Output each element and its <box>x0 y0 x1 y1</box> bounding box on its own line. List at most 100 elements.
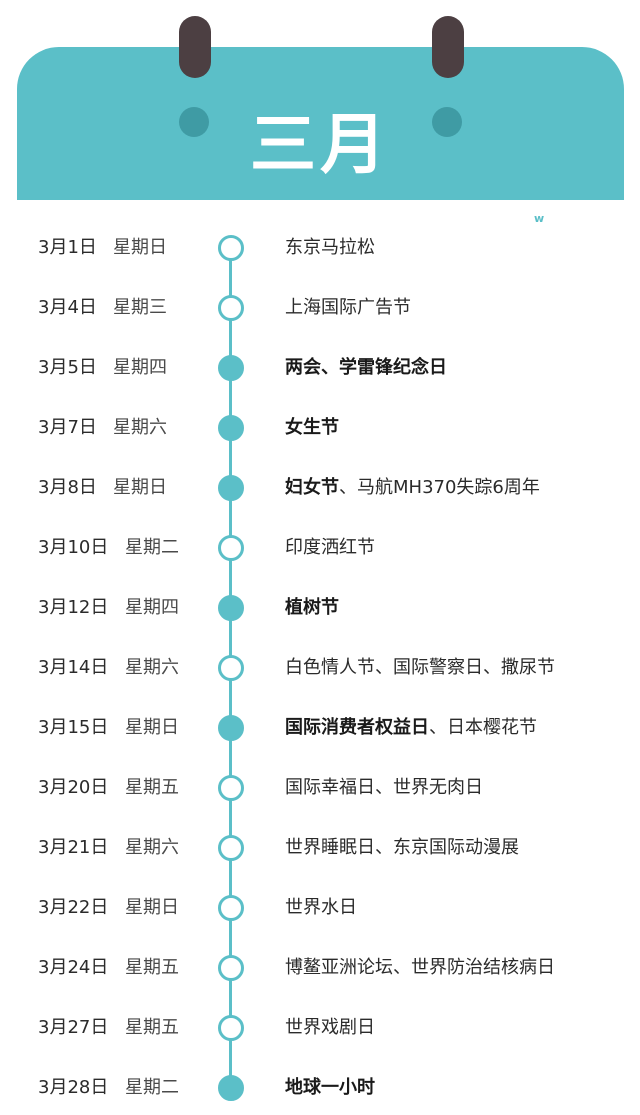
event-name: 国际幸福日、世界无肉日 <box>285 773 483 803</box>
event-name: 国际消费者权益日、日本樱花节 <box>285 713 537 743</box>
timeline-dot-filled <box>218 1075 244 1101</box>
event-detail: 世界戏剧日 <box>285 1017 375 1038</box>
event-detail: 世界水日 <box>285 897 357 918</box>
event-weekday: 星期五 <box>125 777 179 798</box>
event-row: 3月28日星期二 地球一小时 <box>0 1073 640 1103</box>
event-row: 3月8日星期日 妇女节、马航MH370失踪6周年 <box>0 473 640 503</box>
event-detail: 白色情人节、国际警察日、撒尿节 <box>285 657 555 678</box>
month-title: 三月 <box>250 106 390 183</box>
event-weekday: 星期日 <box>113 237 167 258</box>
calendar-header: w 微果酱 新媒体内容服务商 <box>17 47 624 239</box>
event-row: 3月24日星期五 博鳌亚洲论坛、世界防治结核病日 <box>0 953 640 983</box>
event-date: 3月4日 <box>38 297 97 318</box>
event-highlight: 植树节 <box>285 597 339 618</box>
event-row: 3月20日星期五 国际幸福日、世界无肉日 <box>0 773 640 803</box>
event-date: 3月20日 <box>38 777 109 798</box>
event-weekday: 星期五 <box>125 957 179 978</box>
event-detail: 、马航MH370失踪6周年 <box>339 477 540 498</box>
event-name: 女生节 <box>285 413 339 443</box>
timeline-dot-filled <box>218 475 244 501</box>
event-date: 3月21日 <box>38 837 109 858</box>
event-date: 3月8日 <box>38 477 97 498</box>
timeline-dot-hollow <box>218 835 244 861</box>
event-highlight: 国际消费者权益日 <box>285 717 429 738</box>
timeline-dot-hollow <box>218 895 244 921</box>
event-row: 3月4日星期三 上海国际广告节 <box>0 293 640 323</box>
event-highlight: 女生节 <box>285 417 339 438</box>
timeline-dot-filled <box>218 595 244 621</box>
timeline-dot-hollow <box>218 535 244 561</box>
event-row: 3月15日星期日 国际消费者权益日、日本樱花节 <box>0 713 640 743</box>
event-detail: 、日本樱花节 <box>429 717 537 738</box>
event-date: 3月5日 <box>38 357 97 378</box>
event-date: 3月28日 <box>38 1077 109 1098</box>
event-date: 3月7日 <box>38 417 97 438</box>
logo-letter: w <box>534 212 545 225</box>
event-weekday: 星期四 <box>113 357 167 378</box>
event-date: 3月1日 <box>38 237 97 258</box>
event-row: 3月12日星期四 植树节 <box>0 593 640 623</box>
event-weekday: 星期二 <box>125 1077 179 1098</box>
event-name: 世界睡眠日、东京国际动漫展 <box>285 833 519 863</box>
event-detail: 上海国际广告节 <box>285 297 411 318</box>
event-weekday: 星期四 <box>125 597 179 618</box>
event-weekday: 星期五 <box>125 1017 179 1038</box>
event-name: 植树节 <box>285 593 339 623</box>
event-row: 3月22日星期日世界水日 <box>0 893 640 923</box>
event-date: 3月14日 <box>38 657 109 678</box>
logo-name: 微果酱 <box>559 208 620 230</box>
event-highlight: 两会、学雷锋纪念日 <box>285 357 447 378</box>
event-detail: 世界睡眠日、东京国际动漫展 <box>285 837 519 858</box>
event-date: 3月15日 <box>38 717 109 738</box>
event-weekday: 星期日 <box>113 477 167 498</box>
event-weekday: 星期六 <box>113 417 167 438</box>
event-name: 博鳌亚洲论坛、世界防治结核病日 <box>285 953 555 983</box>
event-date: 3月24日 <box>38 957 109 978</box>
event-name: 妇女节、马航MH370失踪6周年 <box>285 473 540 503</box>
event-name: 印度洒红节 <box>285 533 375 563</box>
event-detail: 博鳌亚洲论坛、世界防治结核病日 <box>285 957 555 978</box>
timeline-dot-hollow <box>218 775 244 801</box>
timeline-dot-hollow <box>218 955 244 981</box>
timeline-dot-hollow <box>218 235 244 261</box>
event-name: 世界水日 <box>285 893 357 923</box>
event-name: 上海国际广告节 <box>285 293 411 323</box>
event-row: 3月7日星期六 女生节 <box>0 413 640 443</box>
binder-ring-shadow-left <box>179 107 209 137</box>
event-name: 白色情人节、国际警察日、撒尿节 <box>285 653 555 683</box>
event-weekday: 星期三 <box>113 297 167 318</box>
event-weekday: 星期日 <box>125 897 179 918</box>
timeline-dot-filled <box>218 715 244 741</box>
event-name: 世界戏剧日 <box>285 1013 375 1043</box>
event-weekday: 星期日 <box>125 717 179 738</box>
event-date: 3月27日 <box>38 1017 109 1038</box>
logo-tagline: 新媒体内容服务商 <box>560 232 617 239</box>
timeline-dot-hollow <box>218 1015 244 1041</box>
event-name: 地球一小时 <box>285 1073 375 1103</box>
event-row: 3月27日星期五 世界戏剧日 <box>0 1013 640 1043</box>
event-row: 3月10日星期二 印度洒红节 <box>0 533 640 563</box>
event-highlight: 地球一小时 <box>285 1077 375 1098</box>
event-weekday: 星期六 <box>125 657 179 678</box>
event-row: 3月5日星期四 两会、学雷锋纪念日 <box>0 353 640 383</box>
event-name: 东京马拉松 <box>285 233 375 263</box>
event-name: 两会、学雷锋纪念日 <box>285 353 447 383</box>
event-row: 3月14日星期六 白色情人节、国际警察日、撒尿节 <box>0 653 640 683</box>
event-date: 3月12日 <box>38 597 109 618</box>
binder-ring-shadow-right <box>432 107 462 137</box>
timeline-dot-filled <box>218 355 244 381</box>
event-highlight: 妇女节 <box>285 477 339 498</box>
event-row: 3月1日星期日 东京马拉松 <box>0 233 640 263</box>
event-weekday: 星期二 <box>125 537 179 558</box>
event-row: 3月21日星期六 世界睡眠日、东京国际动漫展 <box>0 833 640 863</box>
event-detail: 印度洒红节 <box>285 537 375 558</box>
event-weekday: 星期六 <box>125 837 179 858</box>
event-detail: 国际幸福日、世界无肉日 <box>285 777 483 798</box>
binder-ring-left <box>179 16 211 78</box>
event-detail: 东京马拉松 <box>285 237 375 258</box>
timeline-dot-hollow <box>218 295 244 321</box>
timeline-dot-filled <box>218 415 244 441</box>
timeline-dot-hollow <box>218 655 244 681</box>
event-date: 3月10日 <box>38 537 109 558</box>
brand-logo: w 微果酱 新媒体内容服务商 <box>524 202 629 242</box>
